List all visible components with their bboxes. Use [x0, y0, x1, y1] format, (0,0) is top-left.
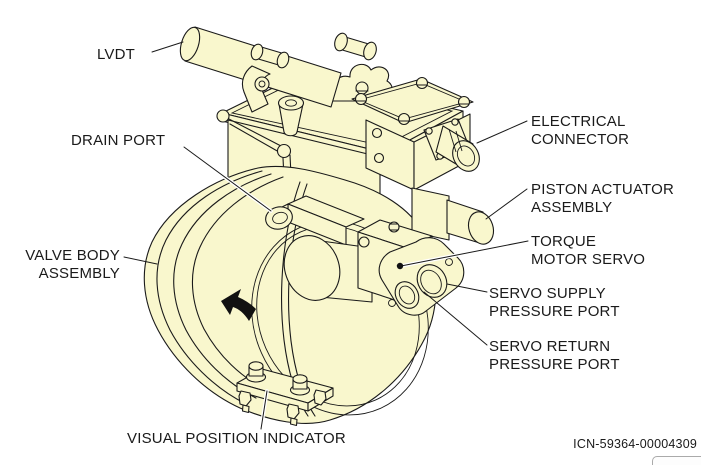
motor-can [283, 235, 373, 303]
callout-drain-port-text: DRAIN PORT [71, 132, 166, 149]
connector-barrel [423, 118, 480, 172]
callout-electrical-connector: ELECTRICAL CONNECTOR [531, 113, 629, 149]
icn-number: ICN-59364-00004309 [573, 437, 697, 451]
callout-servo-return-line1: SERVO RETURN [489, 338, 611, 355]
callout-servo-return-line2: PRESSURE PORT [489, 356, 620, 373]
callout-piston-actuator-line2: ASSEMBLY [531, 199, 613, 216]
callout-electrical-connector-line2: CONNECTOR [531, 131, 630, 148]
callout-servo-supply-line2: PRESSURE PORT [489, 303, 620, 320]
partial-button[interactable] [652, 456, 701, 465]
lid-bolts [354, 76, 471, 126]
drain-port-boss [265, 206, 293, 230]
callout-electrical-connector-line1: ELECTRICAL [531, 113, 626, 130]
electrical-connector-part [351, 76, 480, 191]
callout-torque-motor-servo-line2: MOTOR SERVO [531, 251, 646, 268]
callout-servo-supply-line1: SERVO SUPPLY [489, 285, 606, 302]
callout-lvdt: LVDT [97, 46, 135, 64]
callout-lvdt-text: LVDT [97, 46, 136, 63]
leader-lines [123, 41, 530, 431]
callout-servo-supply: SERVO SUPPLY PRESSURE PORT [489, 285, 620, 321]
lvdt-clamp [241, 32, 377, 113]
funnel-boss [277, 95, 305, 137]
callout-torque-motor-servo: TORQUE MOTOR SERVO [531, 233, 645, 269]
position-indicator-part [236, 361, 334, 427]
callout-valve-body-line1: VALVE BODY [25, 247, 120, 264]
callout-piston-actuator: PISTON ACTUATOR ASSEMBLY [531, 181, 674, 217]
leader-dot [396, 262, 404, 270]
callout-torque-motor-servo-line1: TORQUE [531, 233, 597, 250]
direction-arrow-icon [221, 289, 256, 321]
callout-visual-position-indicator: VISUAL POSITION INDICATOR [127, 430, 346, 448]
lvdt-tube [179, 26, 377, 113]
callout-valve-body: VALVE BODY ASSEMBLY [8, 247, 120, 283]
callout-piston-actuator-line1: PISTON ACTUATOR [531, 181, 675, 198]
callout-valve-body-line2: ASSEMBLY [38, 265, 120, 282]
callout-drain-port: DRAIN PORT [71, 132, 165, 150]
callout-visual-position-indicator-text: VISUAL POSITION INDICATOR [127, 430, 346, 447]
callout-servo-return: SERVO RETURN PRESSURE PORT [489, 338, 620, 374]
